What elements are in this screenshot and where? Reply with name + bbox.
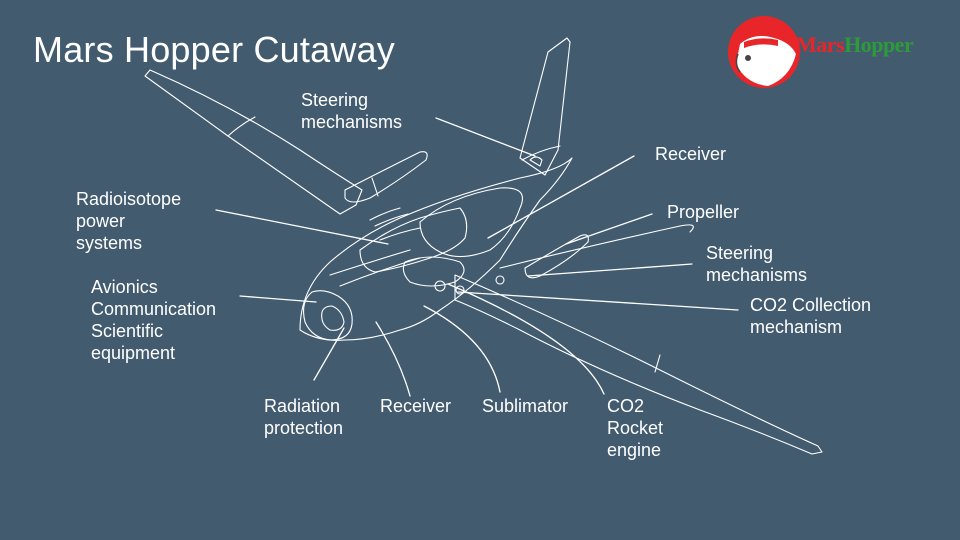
logo-text-hopper: Hopper <box>844 32 914 57</box>
internal-part-3 <box>495 275 505 285</box>
label-sublimator: Sublimator <box>482 396 569 416</box>
leader-co2-collection <box>457 291 739 311</box>
canopy <box>359 207 468 273</box>
left-wing-seam <box>227 116 256 137</box>
label-radiation: Radiation protection <box>264 396 344 438</box>
marshopper-logo: MarsHopper <box>726 14 936 90</box>
label-propeller: Propeller <box>667 202 740 222</box>
logo-text: MarsHopper <box>796 32 914 58</box>
right-wing-leading <box>499 224 694 269</box>
logo-text-mars: Mars <box>796 32 845 57</box>
internal-lines <box>329 227 421 287</box>
nose <box>303 290 353 341</box>
leader-propeller <box>565 213 653 245</box>
label-radioisotope: Radioisotope power systems <box>76 189 182 253</box>
leader-avionics <box>239 295 317 303</box>
page-title: Mars Hopper Cutaway <box>33 29 395 70</box>
label-steering-right: Steering mechanisms <box>706 243 808 285</box>
radioisotope-units <box>369 207 409 227</box>
leader-receiver-bottom <box>375 321 411 397</box>
leader-steering-right <box>527 263 693 277</box>
left-pod-line <box>371 177 379 197</box>
fin-mount <box>529 156 543 167</box>
right-pod <box>524 234 589 279</box>
right-wing-seam <box>654 354 661 373</box>
fin-seam <box>521 145 561 161</box>
label-steering-top: Steering mechanisms <box>301 90 403 132</box>
fuselage <box>299 157 573 341</box>
leader-radiation <box>313 327 345 381</box>
internal-part-1 <box>434 280 446 292</box>
label-receiver-bottom: Receiver <box>380 396 452 416</box>
label-co2-collection: CO2 Collection mechanism <box>750 295 872 337</box>
leader-steering-top <box>435 117 536 157</box>
engine-pod-top <box>419 187 524 258</box>
label-co2-engine: CO2 Rocket engine <box>607 396 664 460</box>
label-avionics: Avionics Communication Scientific equipm… <box>91 277 217 363</box>
left-wing <box>144 69 363 215</box>
nose-inner <box>321 305 345 331</box>
leader-radioisotope <box>215 209 389 245</box>
leader-sublimator <box>423 305 501 393</box>
label-receiver-right: Receiver <box>655 144 727 164</box>
left-pod <box>344 151 428 203</box>
leader-receiver-right <box>487 155 635 239</box>
vertical-fin <box>519 37 571 176</box>
right-wing <box>454 274 823 455</box>
leader-co2-engine <box>447 283 605 395</box>
internal-part-2 <box>455 285 465 295</box>
leader-lines <box>215 117 739 397</box>
internal-tanks <box>402 256 465 287</box>
